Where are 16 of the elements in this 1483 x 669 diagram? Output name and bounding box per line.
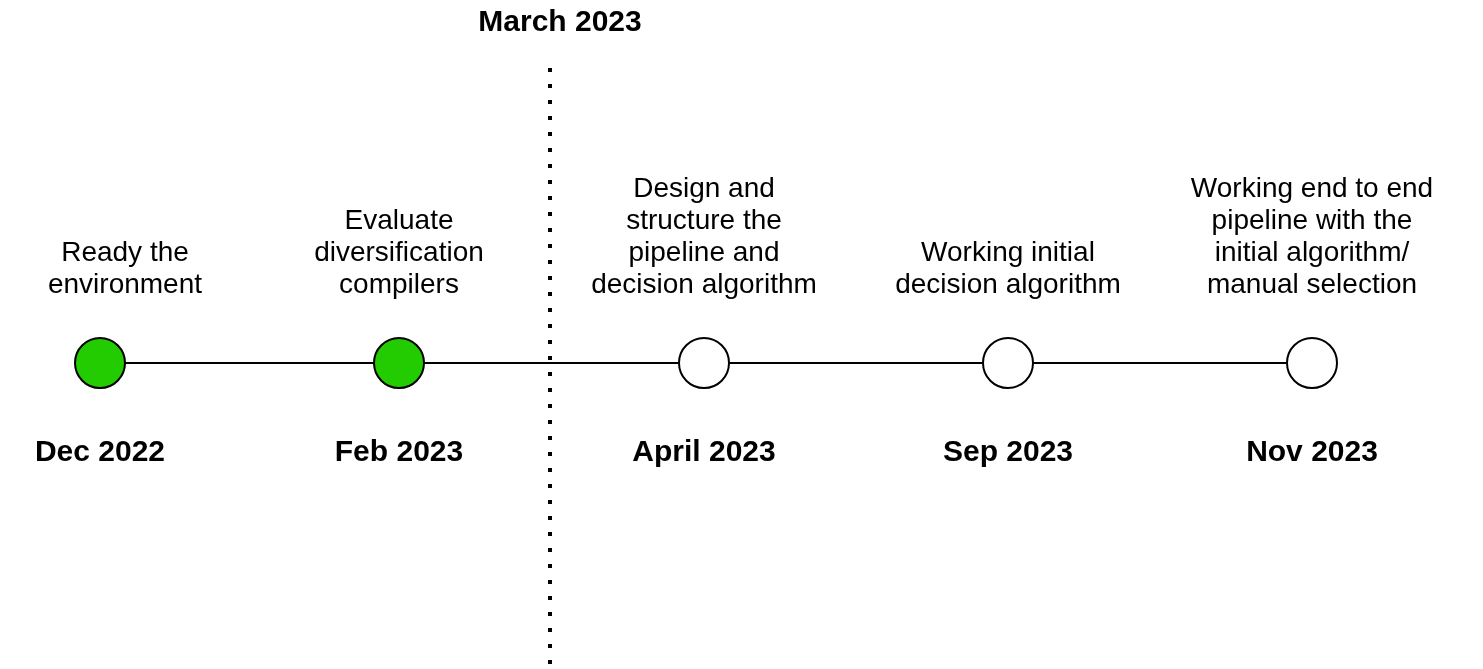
milestone-circle — [1286, 337, 1338, 389]
milestone-description: Ready the environment — [46, 236, 204, 300]
date-label: March 2023 — [477, 4, 643, 38]
milestone-description: Working end to end pipeline with the initial algorithm/ manual selection — [1189, 172, 1435, 300]
milestone-description: Design and structure the pipeline and decision algorithm — [590, 172, 818, 300]
milestone-circle — [982, 337, 1034, 389]
date-label: Sep 2023 — [941, 434, 1075, 468]
date-label: Feb 2023 — [333, 434, 465, 468]
date-label: Dec 2022 — [33, 434, 167, 468]
milestone-description: Evaluate diversification compilers — [313, 204, 485, 300]
date-label: April 2023 — [631, 434, 777, 468]
milestone-circle — [678, 337, 730, 389]
date-label: Nov 2023 — [1245, 434, 1379, 468]
milestone-circle — [373, 337, 425, 389]
milestone-circle — [74, 337, 126, 389]
milestone-description: Working initial decision algorithm — [894, 236, 1122, 300]
